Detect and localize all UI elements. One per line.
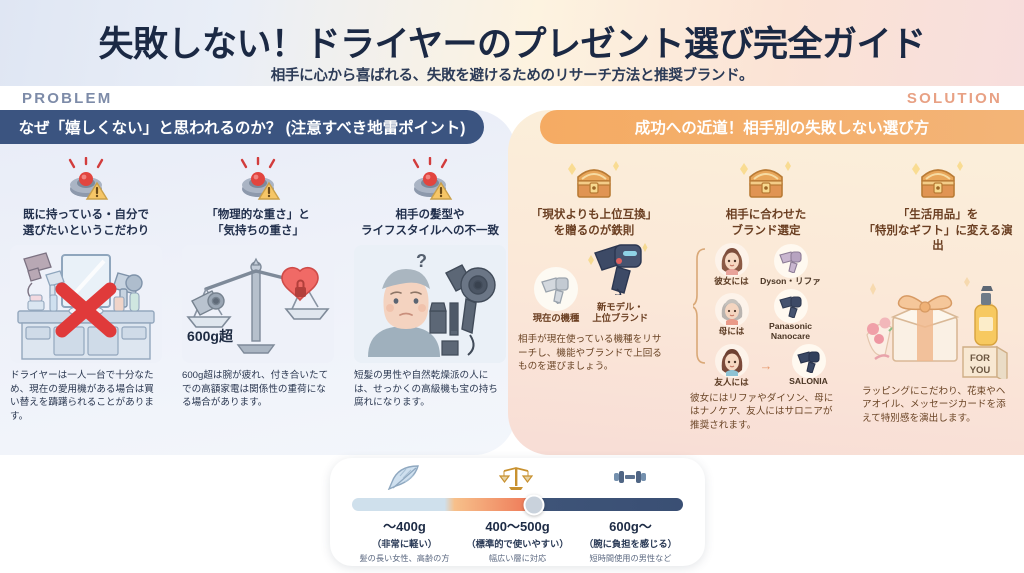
landmine-warning-icon (352, 156, 508, 204)
page-title: 失敗しない！ドライヤーのプレゼント選び完全ガイド (98, 25, 926, 64)
weight-slider-knob[interactable] (523, 494, 545, 515)
brand-name: Dyson・リファ (760, 275, 821, 286)
weight-detail: 髪の長い女性、高齢の方 (359, 554, 450, 563)
confused-man-with-dryer-attachments-icon: ? (354, 245, 506, 364)
solution-band: 成功への近道！相手別の失敗しない選び方 (540, 110, 1024, 144)
problem-column-2: 「物理的な重さ」と 「気持ちの重さ」 (172, 156, 344, 423)
dryer-navy-icon (773, 289, 808, 324)
current-dryer-item: 現在の機種 (532, 267, 580, 325)
problem-body-2: 600g超は腕が疲れ、付き合いたてでの高額家電は関係性の重荷になる場合があります… (182, 370, 329, 409)
brand-item: SALONIA (778, 344, 840, 387)
brand-item: Panasonic Nanocare (760, 289, 822, 342)
svg-text:YOU: YOU (970, 365, 991, 376)
problem-columns: 既に持っている・自分で 選びたいというこだわり (0, 156, 516, 423)
woman-long-hair-avatar: 彼女には (709, 243, 755, 287)
person-label: 友人には (714, 376, 749, 387)
treasure-chest-icon (516, 156, 672, 204)
scale-weight-label: 600g超 (187, 328, 234, 344)
brand-name: Panasonic Nanocare (769, 321, 812, 341)
problem-panel: なぜ「嬉しくない」と思われるのか？ (注意すべき地雷ポイント) (0, 110, 516, 455)
feather-icon (387, 464, 421, 495)
solution-body-2: 彼女にはリファやダイソン、母にはナノケア、友人にはサロニアが推奨されます。 (690, 392, 834, 431)
problem-column-3: 相手の髪型や ライフスタイルへの不一致 ? (344, 156, 516, 423)
new-dryer-label: 新モデル・ 上位ブランド (592, 301, 649, 324)
brand-item: Dyson・リファ (760, 243, 822, 287)
weight-step: 400〜500g （標準的で使いやすい） 幅広い層に対応 (461, 516, 574, 564)
problem-body-3: 短髪の男性や自然乾燥派の人には、せっかくの高級機も宝の持ち腐れになります。 (354, 370, 498, 409)
bathroom-vanity-with-red-x-icon (10, 245, 162, 364)
brand-row: 友人には → (709, 343, 840, 388)
problem-heading-1: 既に持っている・自分で 選びたいというこだわり (22, 209, 150, 237)
svg-text:FOR: FOR (970, 353, 990, 364)
dryer-darkblue-icon (791, 344, 826, 379)
treasure-chest-icon (688, 156, 844, 204)
dryer-pink-icon (773, 243, 808, 278)
weight-value: 〜400g (383, 519, 426, 534)
brand-matching-diagram: 彼女には (688, 243, 844, 388)
current-dryer-label: 現在の機種 (532, 313, 580, 324)
landmine-warning-icon (8, 156, 164, 204)
page-subtitle: 相手に心から喜ばれる、失敗を避けるためのリサーチ方法と推奨ブランド。 (270, 68, 754, 84)
solution-column-1: 「現状よりも上位互換」 を贈るのが鉄則 (508, 156, 680, 433)
solution-panel: 成功への近道！相手別の失敗しない選び方 「現状よりも上位互換」 を贈るのが鉄則 (508, 110, 1024, 455)
weight-note: （標準的で使いやすい） (466, 539, 569, 549)
problem-band: なぜ「嬉しくない」と思われるのか？ (注意すべき地雷ポイント) (0, 110, 484, 144)
brand-name: SALONIA (789, 376, 828, 387)
solution-column-3: 「生活用品」を 「特別なギフト」に変える演出 (852, 156, 1024, 433)
weight-step: 600g〜 （腕に負担を感じる） 短時間使用の男性など (574, 516, 687, 564)
weight-detail: 短時間使用の男性など (589, 554, 672, 563)
solution-body-1: 相手が現在使っている機種をリサーチし、機能やブランドで上回るものを選びましょう。 (518, 334, 662, 373)
brand-row: 母には (709, 289, 840, 342)
solution-heading-1: 「現状よりも上位互換」 を贈るのが鉄則 (530, 209, 658, 237)
kicker-solution: SOLUTION (906, 90, 1002, 107)
grouping-brace (692, 243, 707, 388)
weight-detail: 幅広い層に対応 (488, 554, 547, 563)
header-banner: 失敗しない！ドライヤーのプレゼント選び完全ガイド 相手に心から喜ばれる、失敗を避… (0, 0, 1024, 86)
weight-icons-row (348, 464, 687, 495)
brand-row: 彼女には (709, 243, 840, 287)
svg-text:?: ? (416, 251, 427, 271)
problem-column-1: 既に持っている・自分で 選びたいというこだわり (0, 156, 172, 423)
solution-column-2: 相手に合わせた ブランド選定 (680, 156, 852, 433)
problem-heading-3: 相手の髪型や ライフスタイルへの不一致 (361, 209, 499, 237)
person-label: 彼女には (714, 276, 749, 287)
young-woman-avatar: 友人には (709, 343, 755, 388)
dumbbell-icon (612, 465, 648, 494)
weight-value: 600g〜 (609, 519, 652, 534)
older-woman-avatar: 母には (709, 293, 755, 337)
weight-value: 400〜500g (485, 519, 550, 534)
solution-body-3: ラッピングにこだわり、花束やヘアオイル、メッセージカードを添えて特別感を演出しま… (862, 385, 1006, 424)
problem-heading-2: 「物理的な重さ」と 「気持ちの重さ」 (206, 209, 310, 237)
person-label: 母には (718, 326, 745, 337)
solution-heading-2: 相手に合わせた ブランド選定 (725, 209, 807, 237)
balance-scale-dryer-vs-locked-heart-icon: 600g超 (182, 245, 334, 364)
weight-slider-track[interactable] (352, 494, 683, 515)
landmine-warning-icon (180, 156, 336, 204)
weight-note: （腕に負担を感じる） (584, 539, 677, 549)
arrow-right-icon: → (759, 358, 773, 374)
gift-box-flowers-hair-oil-for-you-card-icon: FOR YOU (863, 261, 1013, 379)
brand-rows: 彼女には (709, 243, 840, 388)
solution-columns: 「現状よりも上位互換」 を贈るのが鉄則 (508, 156, 1024, 433)
weight-note: （非常に軽い） (371, 539, 438, 549)
weight-step: 〜400g （非常に軽い） 髪の長い女性、高齢の方 (348, 516, 461, 564)
new-dryer-item: 新モデル・ 上位ブランド (585, 239, 655, 325)
weight-guide-card: 〜400g （非常に軽い） 髪の長い女性、高齢の方 400〜500g （標準的で… (330, 458, 705, 566)
solution-heading-3: 「生活用品」を 「特別なギフト」に変える演出 (863, 209, 1013, 253)
treasure-chest-icon (860, 156, 1016, 204)
dryer-upgrade-illustration: 現在の機種 (516, 239, 672, 325)
kicker-problem: PROBLEM (22, 90, 113, 107)
problem-body-1: ドライヤーは一人一台で十分なため、現在の愛用機がある場合は買い替えを躊躇られるこ… (10, 370, 154, 422)
weight-labels-row: 〜400g （非常に軽い） 髪の長い女性、高齢の方 400〜500g （標準的で… (348, 516, 687, 564)
balance-scale-icon (499, 464, 534, 495)
